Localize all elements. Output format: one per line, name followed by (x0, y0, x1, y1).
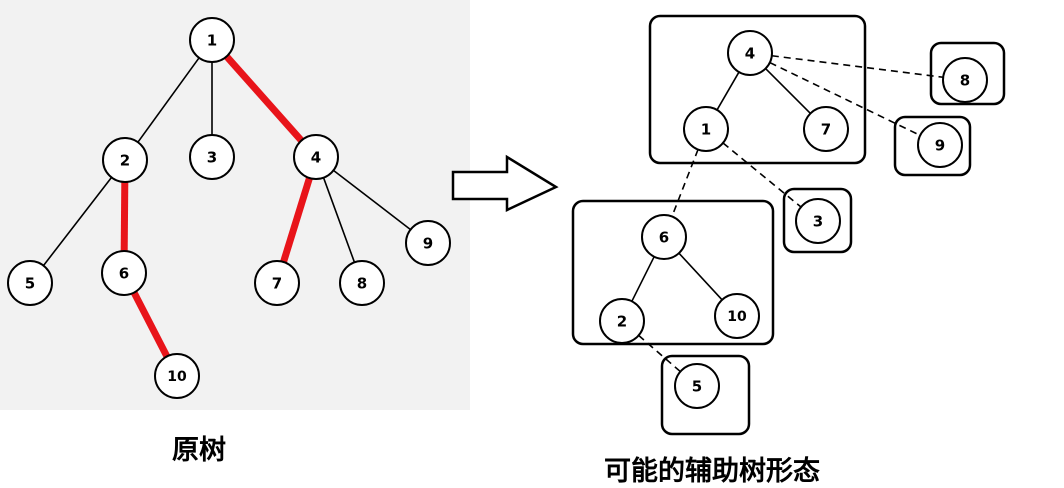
auxiliary-node-4: 4 (727, 30, 773, 76)
auxiliary-tree-edges (631, 54, 944, 373)
original-node-9: 9 (405, 220, 451, 266)
splay-edge (678, 252, 723, 301)
splay-group-box (660, 354, 751, 436)
auxiliary-node-9: 9 (917, 122, 963, 168)
splay-group-box (782, 187, 853, 254)
original-node-1: 1 (189, 17, 235, 63)
original-node-label: 6 (119, 265, 129, 283)
splay-edge (764, 67, 812, 115)
auxiliary-node-label: 1 (701, 121, 711, 139)
splay-group-box (648, 14, 867, 165)
original-node-8: 8 (339, 260, 385, 306)
auxiliary-tree-caption: 可能的辅助树形态 (604, 456, 820, 487)
path-parent-edge (769, 61, 921, 137)
auxiliary-node-label: 5 (692, 378, 702, 396)
original-node-3: 3 (189, 134, 235, 180)
auxiliary-node-8: 8 (942, 57, 988, 103)
tree-edge (322, 177, 356, 263)
original-node-label: 2 (120, 152, 130, 170)
auxiliary-node-label: 10 (727, 309, 747, 325)
splay-group-box (893, 115, 972, 177)
original-node-label: 1 (207, 32, 217, 50)
original-node-label: 9 (423, 235, 433, 253)
auxiliary-node-5: 5 (674, 363, 720, 409)
splay-group-box (929, 41, 1006, 106)
auxiliary-node-7: 7 (803, 106, 849, 152)
original-node-label: 10 (167, 369, 187, 385)
auxiliary-node-label: 9 (935, 137, 945, 155)
original-tree-edges (42, 54, 412, 359)
auxiliary-node-label: 2 (617, 313, 627, 331)
auxiliary-node-label: 6 (659, 229, 669, 247)
auxiliary-tree-nodes: 4 1 7 6 2 10 8 9 3 5 (599, 30, 988, 409)
original-node-label: 4 (311, 149, 321, 167)
auxiliary-node-2: 2 (599, 298, 645, 344)
original-tree-caption: 原树 (172, 435, 226, 466)
preferred-edge (224, 54, 304, 143)
auxiliary-node-label: 7 (821, 121, 831, 139)
splay-edge (716, 71, 740, 111)
path-parent-edge (638, 334, 681, 373)
path-parent-edge (722, 142, 802, 208)
original-node-label: 8 (357, 275, 367, 293)
auxiliary-node-label: 4 (745, 45, 755, 63)
original-node-label: 5 (25, 275, 35, 293)
auxiliary-node-6: 6 (641, 214, 687, 260)
path-parent-edge (771, 54, 944, 79)
preferred-edge (120, 181, 129, 252)
transform-arrow-icon (451, 154, 559, 212)
original-node-5: 5 (7, 260, 53, 306)
original-node-label: 3 (207, 149, 217, 167)
splay-group-box (571, 199, 775, 346)
original-node-label: 7 (272, 275, 282, 293)
original-node-4: 4 (293, 134, 339, 180)
auxiliary-node-label: 3 (813, 213, 823, 231)
original-node-6: 6 (101, 250, 147, 296)
tree-edge (42, 176, 113, 267)
preferred-edge (280, 176, 313, 264)
splay-edge (631, 256, 655, 302)
auxiliary-node-1: 1 (683, 106, 729, 152)
auxiliary-tree-groups (571, 14, 1006, 436)
original-node-10: 10 (154, 353, 200, 399)
preferred-edge (130, 290, 171, 359)
original-node-2: 2 (102, 137, 148, 183)
tree-edge (332, 169, 412, 231)
tree-edge (137, 57, 200, 143)
auxiliary-node-3: 3 (795, 198, 841, 244)
path-parent-edge (671, 149, 699, 217)
original-tree-nodes: 1 2 3 4 5 6 7 8 9 10 (7, 17, 451, 399)
auxiliary-node-10: 10 (714, 293, 760, 339)
auxiliary-node-label: 8 (960, 72, 970, 90)
original-node-7: 7 (254, 260, 300, 306)
